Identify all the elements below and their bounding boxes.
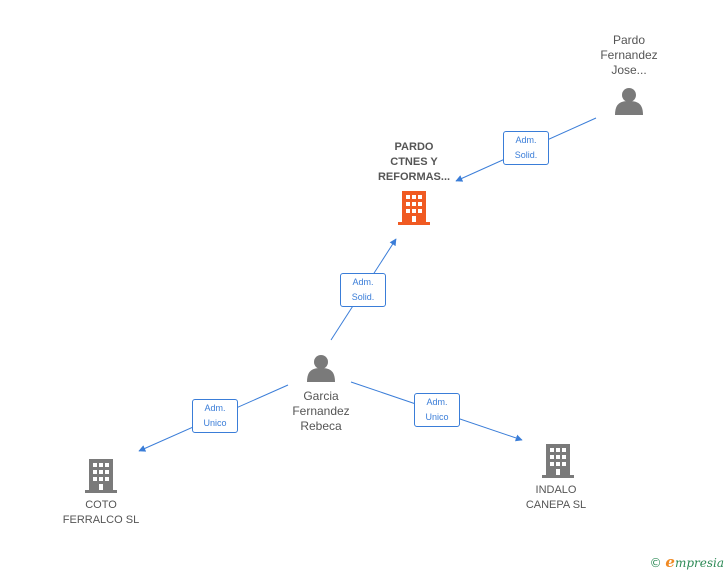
empresia-logo: © empresia <box>650 553 724 571</box>
edge-label-role: Adm. Solid. <box>340 273 386 307</box>
edge-label-role: Adm. Unico <box>414 393 460 427</box>
node-label-coto[interactable]: COTO FERRALCO SL <box>62 499 140 526</box>
building-icon[interactable] <box>398 191 430 225</box>
building-icon[interactable] <box>85 459 117 493</box>
person-icon[interactable] <box>615 88 643 115</box>
copyright-symbol: © <box>649 556 662 570</box>
node-label-pardo-ctnes[interactable]: PARDO CTNES Y REFORMAS... <box>377 141 451 183</box>
brand-initial: e <box>665 553 675 571</box>
node-label-indalo[interactable]: INDALO CANEPA SL <box>525 484 587 511</box>
brand-name: mpresia <box>674 556 724 570</box>
node-label-pardo-jose[interactable]: Pardo Fernandez Jose... <box>600 33 658 77</box>
edge-label-role: Adm. Unico <box>192 399 238 433</box>
person-icon[interactable] <box>307 355 335 382</box>
node-label-garcia[interactable]: Garcia Fernandez Rebeca <box>292 389 350 433</box>
building-icon[interactable] <box>542 444 574 478</box>
edge-label-role: Adm. Solid. <box>503 131 549 165</box>
